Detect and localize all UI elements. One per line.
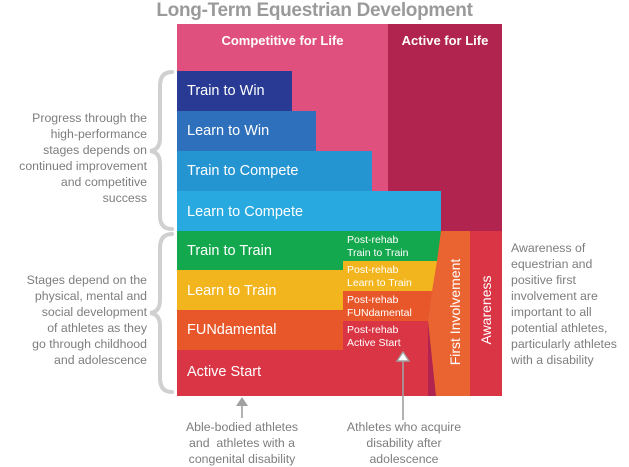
post-rehab-train-to-train: Post-rehab Train to Train xyxy=(343,231,441,261)
annotation-line: high-performance xyxy=(50,127,147,141)
post-rehab-active-start: Post-rehab Active Start xyxy=(343,321,428,350)
stage-learn-to-compete: Learn to Compete xyxy=(177,191,441,231)
annotation-line: particularly athletes xyxy=(511,337,617,351)
annotation-line: disability after xyxy=(366,436,442,450)
post-rehab-line2: Train to Train xyxy=(347,246,409,259)
annotation-line: and athletes with a xyxy=(189,436,295,450)
stage-train-to-win: Train to Win xyxy=(177,71,292,111)
annotation-line: success xyxy=(102,191,147,205)
post-rehab-line2: FUNdamental xyxy=(347,306,412,319)
post-rehab-line1: Post-rehab xyxy=(347,324,399,336)
annotation-line: Stages depend on the xyxy=(26,273,147,287)
annotation-line: physical, mental and xyxy=(34,289,147,303)
stage-label: Train to Win xyxy=(187,83,265,99)
brace-top xyxy=(149,70,174,231)
annotation-acquired-disability: Athletes who acquire disability after ad… xyxy=(340,419,468,467)
annotation-line: social development xyxy=(41,305,147,319)
annotation-line: and competitive xyxy=(60,175,147,189)
annotation-line: Awareness of xyxy=(511,241,586,255)
stage-label: Active Start xyxy=(187,364,262,380)
post-rehab-line1: Post-rehab xyxy=(347,264,399,276)
annotation-line: and adolescence xyxy=(54,353,147,367)
post-rehab-line2: Learn to Train xyxy=(347,276,412,289)
annotation-line: of athletes as they xyxy=(47,321,147,335)
annotation-line: congenital disability xyxy=(188,452,296,466)
stage-active-start: Active Start xyxy=(177,350,343,396)
annotation-high-performance: Progress through the high-performance st… xyxy=(0,110,147,206)
annotation-line: positive first xyxy=(511,273,576,287)
competitive-for-life-header: Competitive for Life xyxy=(221,33,344,48)
annotation-line: Athletes who acquire xyxy=(346,420,462,434)
arrow-right-head xyxy=(395,350,411,362)
stage-label: Learn to Train xyxy=(187,283,277,299)
annotation-line: important to all xyxy=(511,305,592,319)
stage-label: FUNdamental xyxy=(187,322,277,338)
brace-bottom xyxy=(149,232,174,394)
arrow-left-head xyxy=(236,397,248,406)
stage-train-to-train: Train to Train xyxy=(177,231,343,270)
first-involvement-band xyxy=(428,231,470,396)
annotation-line: adolescence xyxy=(369,452,439,466)
stage-label: Train to Compete xyxy=(187,163,299,179)
annotation-line: Able-bodied athletes xyxy=(185,420,299,434)
post-rehab-line2: Active Start xyxy=(347,336,401,349)
annotation-line: continued improvement xyxy=(19,159,147,173)
diagram-title: Long-Term Equestrian Development xyxy=(156,0,473,21)
annotation-awareness: Awareness of equestrian and positive fir… xyxy=(511,240,629,368)
active-for-life-header: Active for Life xyxy=(401,33,489,48)
annotation-line: potential athletes, xyxy=(511,321,608,335)
awareness-band xyxy=(470,231,502,396)
post-rehab-line1: Post-rehab xyxy=(347,294,399,306)
annotation-line: with a disability xyxy=(511,353,594,367)
annotation-line: stages depends on xyxy=(43,143,147,157)
annotation-line: involvement are xyxy=(511,289,598,303)
post-rehab-fundamental: Post-rehab FUNdamental xyxy=(343,291,432,321)
post-rehab-learn-to-train: Post-rehab Learn to Train xyxy=(343,261,437,291)
annotation-development: Stages depend on the physical, mental an… xyxy=(0,272,147,368)
stage-learn-to-win: Learn to Win xyxy=(177,111,316,151)
post-rehab-active-start-base xyxy=(343,350,428,396)
post-rehab-line1: Post-rehab xyxy=(347,234,399,246)
stage-label: Learn to Compete xyxy=(187,204,304,220)
annotation-line: go through childhood xyxy=(32,337,147,351)
stage-label: Learn to Win xyxy=(187,123,270,139)
annotation-line: equestrian and xyxy=(511,257,593,271)
annotation-able-bodied: Able-bodied athletes and athletes with a… xyxy=(172,419,312,467)
annotation-line: Progress through the xyxy=(32,111,147,125)
stage-label: Train to Train xyxy=(187,243,272,259)
stage-train-to-compete: Train to Compete xyxy=(177,151,372,191)
stage-learn-to-train: Learn to Train xyxy=(177,270,343,310)
stage-fundamental: FUNdamental xyxy=(177,310,343,350)
